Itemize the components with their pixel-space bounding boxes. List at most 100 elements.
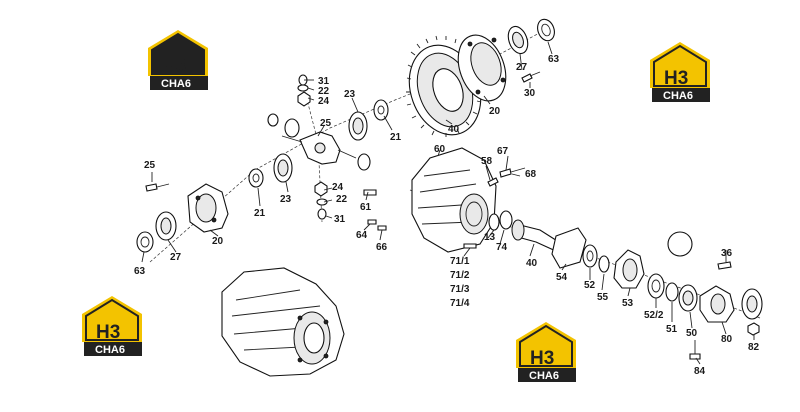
label-53: 53 xyxy=(622,298,634,309)
bolt-61 xyxy=(363,189,377,196)
assembled-differential xyxy=(221,267,345,377)
label-23-top: 23 xyxy=(344,89,356,100)
oil-seal-50 xyxy=(678,284,698,312)
label-54: 54 xyxy=(556,272,568,283)
bolt-25-left xyxy=(145,183,170,192)
logo-mark: H3 xyxy=(664,68,688,89)
bearing-top xyxy=(507,25,529,55)
small-bolts-64-66 xyxy=(367,219,387,231)
ring-gear xyxy=(406,35,483,137)
label-63-left: 63 xyxy=(134,266,146,277)
label-60: 60 xyxy=(434,144,446,155)
label-21-top: 21 xyxy=(390,132,402,143)
watermark-logo-top-right: H3 CHA6 xyxy=(650,42,710,102)
bearing-55 xyxy=(598,255,610,273)
thrust-washer-21-top xyxy=(373,99,389,121)
pinion-gear-right xyxy=(357,153,371,171)
label-74: 74 xyxy=(496,242,508,253)
adjusting-ring-top xyxy=(537,18,555,42)
label-22-bottom: 22 xyxy=(336,194,348,205)
label-40-top: 40 xyxy=(448,124,460,135)
label-27-left: 27 xyxy=(170,252,182,263)
bolt-36 xyxy=(717,261,732,270)
planet-pinion-top xyxy=(297,74,311,107)
label-71-1: 71/1 xyxy=(450,256,470,267)
carrier-housing-60 xyxy=(411,147,497,253)
leader-lines xyxy=(141,41,755,365)
watermark-logo-top-left: H3 CHA6 xyxy=(148,30,208,90)
label-51: 51 xyxy=(666,324,678,335)
label-71-3: 71/3 xyxy=(450,284,470,295)
nut-82 xyxy=(747,322,760,336)
bearing-left xyxy=(155,211,177,241)
label-31-top: 31 xyxy=(318,76,330,87)
oring-circle xyxy=(667,231,693,257)
label-24-top: 24 xyxy=(318,96,330,107)
bolt-30 xyxy=(521,71,541,83)
label-25-top: 25 xyxy=(320,118,332,129)
seal-13-and-spacer-74 xyxy=(488,210,513,231)
pinion-gear-top-small xyxy=(267,113,300,138)
label-20-left: 20 xyxy=(212,236,224,247)
shim-52-2 xyxy=(647,273,665,299)
label-20-top: 20 xyxy=(489,106,501,117)
differential-case-top xyxy=(457,34,507,102)
bearing-cage-53 xyxy=(613,249,645,289)
logo-mark: H3 xyxy=(162,56,186,77)
logo-text: CHA6 xyxy=(95,344,125,356)
bolts-58-67-68 xyxy=(487,167,526,187)
stud-bolts-71 xyxy=(463,243,477,249)
label-52: 52 xyxy=(584,280,596,291)
side-gear-23-top xyxy=(348,111,368,141)
label-55: 55 xyxy=(597,292,609,303)
label-30: 30 xyxy=(524,88,536,99)
label-67: 67 xyxy=(497,146,509,157)
label-71-2: 71/2 xyxy=(450,270,470,281)
logo-text: CHA6 xyxy=(663,90,693,102)
label-24-bottom: 24 xyxy=(332,182,344,193)
flange-plate-right xyxy=(741,288,763,320)
watermark-logo-bottom-center: H3 CHA6 xyxy=(516,322,576,382)
side-gear-23-left xyxy=(273,153,293,183)
label-66: 66 xyxy=(376,242,388,253)
label-80: 80 xyxy=(721,334,733,345)
label-36: 36 xyxy=(721,248,733,259)
logo-mark: H3 xyxy=(530,348,554,369)
label-84: 84 xyxy=(694,366,706,377)
logo-text: CHA6 xyxy=(161,78,191,90)
label-27-top: 27 xyxy=(516,62,528,73)
label-23-left: 23 xyxy=(280,194,292,205)
planet-pinion-bottom xyxy=(314,181,328,220)
label-64: 64 xyxy=(356,230,368,241)
thrust-washer-21-left xyxy=(248,168,264,188)
drive-pinion-40 xyxy=(511,219,563,253)
bolt-84 xyxy=(689,340,701,360)
gasket-54 xyxy=(551,227,587,269)
label-13: 13 xyxy=(484,232,496,243)
label-22-top: 22 xyxy=(318,86,330,97)
label-61: 61 xyxy=(360,202,372,213)
label-68: 68 xyxy=(525,169,537,180)
differential-case-left xyxy=(187,183,229,233)
label-58: 58 xyxy=(481,156,493,167)
label-50: 50 xyxy=(686,328,698,339)
spider-cross xyxy=(281,131,357,165)
bearing-51 xyxy=(665,282,679,302)
logo-mark: H3 xyxy=(96,322,120,343)
label-52-2: 52/2 xyxy=(644,310,664,321)
label-40-mid: 40 xyxy=(526,258,538,269)
label-25-left: 25 xyxy=(144,160,156,171)
shim-52 xyxy=(582,244,598,268)
part-labels: 31 22 24 23 25 21 40 20 27 30 63 25 21 2… xyxy=(134,54,760,377)
label-82: 82 xyxy=(748,342,760,353)
label-21-left: 21 xyxy=(254,208,266,219)
watermark-logo-bottom-left: H3 CHA6 xyxy=(82,296,142,356)
adjusting-ring-left xyxy=(136,231,154,253)
label-31-bottom: 31 xyxy=(334,214,346,225)
logo-text: CHA6 xyxy=(529,370,559,382)
label-63-top: 63 xyxy=(548,54,560,65)
label-71-4: 71/4 xyxy=(450,298,470,309)
companion-flange-80 xyxy=(699,285,735,323)
